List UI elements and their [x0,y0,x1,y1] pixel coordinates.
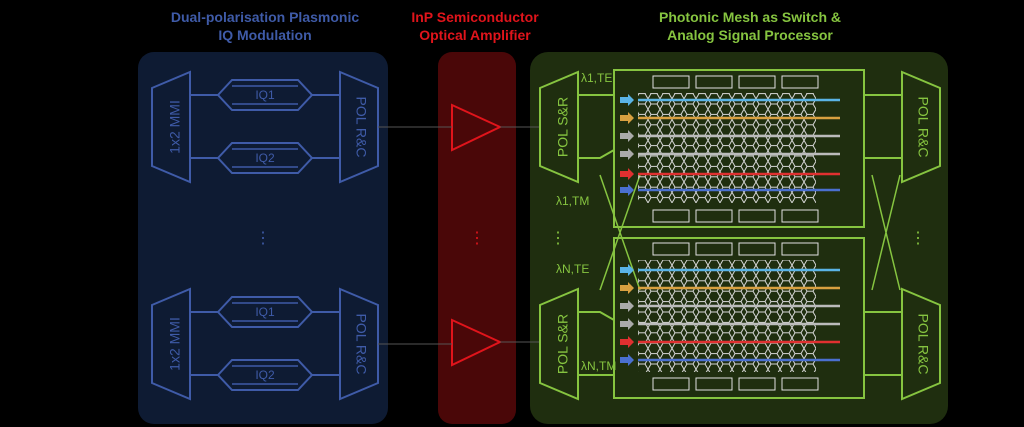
mmi-bottom [151,287,191,401]
plasmonic-title-line2: IQ Modulation [218,27,312,43]
pol-rc-label-bottom: POL R&C [353,314,369,375]
mmi-label-bottom: 1x2 MMI [167,317,183,371]
mesh-block-bottom [613,237,865,399]
soa-title-line2: Optical Amplifier [419,27,531,43]
pol-sr-label-top: POL S&R [555,97,571,157]
iq2-ring-top [216,142,314,174]
plasmonic-title-line1: Dual-polarisation Plasmonic [170,9,360,25]
iq1-label-bottom: IQ1 [255,305,275,319]
pol-sr-label-bottom: POL S&R [555,314,571,374]
pol-rc-top [339,70,379,184]
ellipsis-red: ⋮ [469,230,485,247]
iq2-label-top: IQ2 [255,151,275,165]
iq1-label-top: IQ1 [255,88,275,102]
pol-sr-top [539,70,579,184]
iq2-ring-bottom [216,359,314,391]
mmi-top [151,70,191,184]
plasmonic-title: Dual-polarisation Plasmonic IQ Modulatio… [135,8,395,44]
pol-rc-mesh-top [901,70,941,184]
pol-rc-bottom [339,287,379,401]
plasmonic-panel [138,52,388,424]
ellipsis-blue: ⋮ [255,230,271,247]
lambda-1-tm: λ1,TM [556,194,589,208]
lambda-n-te: λN,TE [556,262,589,276]
mesh-title-line1: Photonic Mesh as Switch & [658,9,842,25]
amplifier-bottom [451,318,503,367]
ellipsis-green-left: ⋮ [550,230,566,247]
mmi-label-top: 1x2 MMI [167,100,183,154]
pol-rc-mesh-label-top: POL R&C [915,97,931,158]
pol-rc-mesh-bottom [901,287,941,401]
pol-rc-label-top: POL R&C [353,97,369,158]
ellipsis-green-right: ⋮ [910,230,926,247]
pol-rc-mesh-label-bottom: POL R&C [915,314,931,375]
iq1-ring-top [216,79,314,111]
iq2-label-bottom: IQ2 [255,368,275,382]
soa-title: InP Semiconductor Optical Amplifier [395,8,555,44]
mesh-block-top [613,69,865,228]
lambda-1-te: λ1,TE [581,71,612,85]
iq1-ring-bottom [216,296,314,328]
mesh-top-detail [620,75,840,223]
mesh-title-line2: Analog Signal Processor [667,27,833,43]
mesh-bottom-detail [620,242,840,391]
lambda-n-tm: λN,TM [581,359,616,373]
soa-panel [438,52,516,424]
pol-sr-bottom [539,287,579,401]
mesh-title: Photonic Mesh as Switch & Analog Signal … [600,8,900,44]
soa-title-line1: InP Semiconductor [411,9,539,25]
